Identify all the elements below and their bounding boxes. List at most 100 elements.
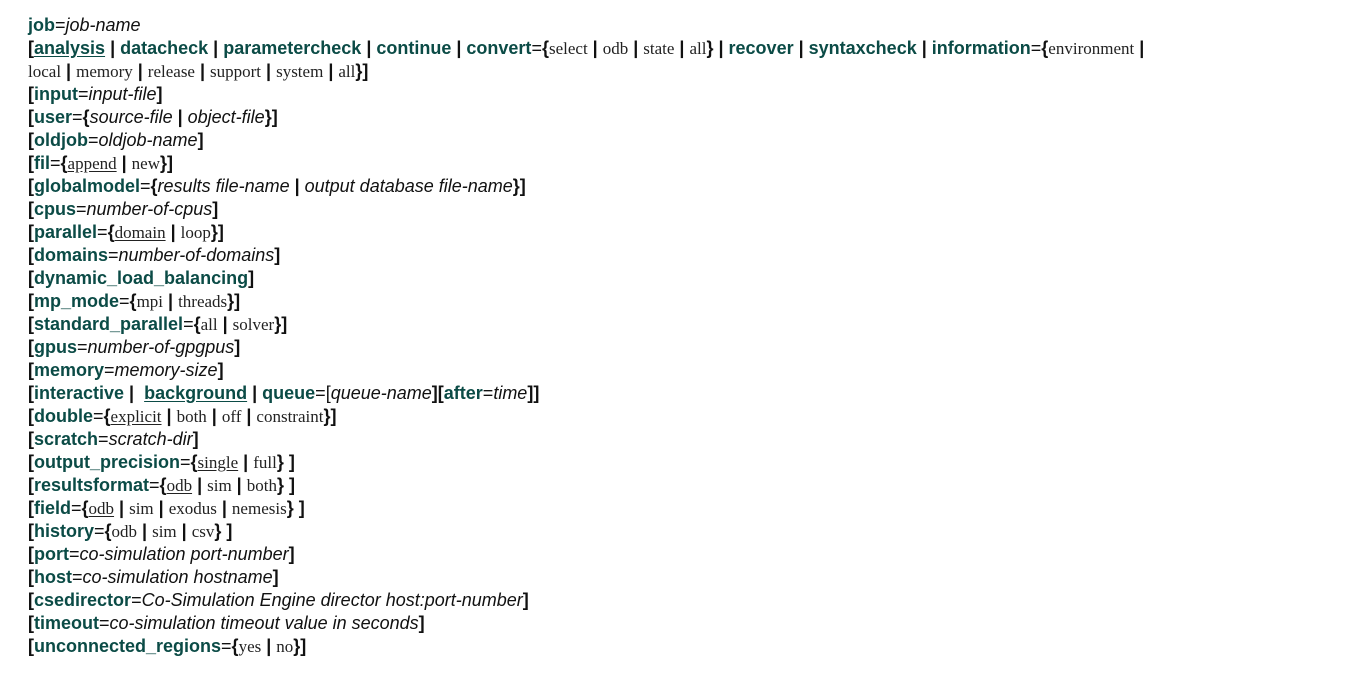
separator: | xyxy=(289,176,305,196)
parameter-placeholder: results file-name xyxy=(157,176,290,196)
literal-value: both xyxy=(176,407,207,426)
syntax-line: [interactive | background | queue=[queue… xyxy=(28,382,1349,405)
literal-value: memory xyxy=(76,62,133,81)
separator: | xyxy=(194,61,211,81)
separator: | xyxy=(587,38,603,58)
parameter-placeholder: object-file xyxy=(187,107,265,127)
parameter-placeholder: number-of-cpus xyxy=(86,199,213,219)
parameter-placeholder: source-file xyxy=(89,107,173,127)
syntax-line: [parallel={domain | loop}] xyxy=(28,221,1349,244)
syntax-bracket: } ] xyxy=(286,498,305,518)
literal-value: loop xyxy=(180,223,211,242)
separator: | xyxy=(124,383,145,403)
syntax-line: local | memory | release | support | sys… xyxy=(28,60,1349,83)
syntax-bracket: }] xyxy=(323,406,337,426)
syntax-bracket: [ xyxy=(28,590,34,610)
literal-value: sim xyxy=(129,499,154,518)
parameter-placeholder: time xyxy=(493,383,528,403)
syntax-line: [mp_mode={mpi | threads}] xyxy=(28,290,1349,313)
syntax-bracket: ] xyxy=(248,268,255,288)
literal-value: odb xyxy=(111,522,138,541)
literal-value: single xyxy=(197,453,239,472)
separator: | xyxy=(137,521,153,541)
literal-value: system xyxy=(276,62,324,81)
separator: | xyxy=(165,222,181,242)
syntax-line: [host=co-simulation hostname] xyxy=(28,566,1349,589)
syntax-text: = xyxy=(76,199,87,219)
literal-value: nemesis xyxy=(231,499,287,518)
option-keyword: scratch xyxy=(34,429,99,449)
syntax-line: [cpus=number-of-cpus] xyxy=(28,198,1349,221)
syntax-bracket: { xyxy=(82,107,90,127)
separator: | xyxy=(793,38,809,58)
separator: | xyxy=(241,406,257,426)
syntax-bracket: } xyxy=(706,38,714,58)
syntax-bracket: }] xyxy=(160,153,173,173)
literal-value: no xyxy=(276,637,294,656)
syntax-bracket: } ] xyxy=(276,452,295,472)
literal-value: csv xyxy=(191,522,215,541)
syntax-bracket: [ xyxy=(28,475,34,495)
separator: | xyxy=(163,291,179,311)
syntax-line: [dynamic_load_balancing] xyxy=(28,267,1349,290)
syntax-text: = xyxy=(131,590,142,610)
syntax-bracket: [ xyxy=(28,567,34,587)
syntax-bracket: { xyxy=(81,498,89,518)
syntax-line: [field={odb | sim | exodus | nemesis} ] xyxy=(28,497,1349,520)
syntax-bracket: { xyxy=(541,38,549,58)
parameter-placeholder: input-file xyxy=(88,84,157,104)
separator: | xyxy=(323,61,339,81)
option-keyword: port xyxy=(34,544,69,564)
syntax-bracket: { xyxy=(103,406,111,426)
literal-value: solver xyxy=(232,315,275,334)
option-keyword: timeout xyxy=(34,613,99,633)
syntax-line: [port=co-simulation port-number] xyxy=(28,543,1349,566)
syntax-bracket: [ xyxy=(28,429,34,449)
literal-value: exodus xyxy=(168,499,217,518)
syntax-line: [domains=number-of-domains] xyxy=(28,244,1349,267)
separator: | xyxy=(216,498,232,518)
syntax-text: = xyxy=(98,429,109,449)
syntax-bracket: }] xyxy=(210,222,224,242)
option-keyword: syntaxcheck xyxy=(808,38,917,58)
literal-value: all xyxy=(689,39,707,58)
separator: | xyxy=(674,38,690,58)
option-keyword: field xyxy=(34,498,72,518)
separator: | xyxy=(61,61,77,81)
syntax-text: = xyxy=(149,475,160,495)
literal-value: yes xyxy=(238,637,262,656)
option-keyword: parallel xyxy=(34,222,98,242)
option-keyword: continue xyxy=(376,38,452,58)
literal-value: explicit xyxy=(110,407,162,426)
syntax-bracket: { xyxy=(1041,38,1049,58)
literal-value: environment xyxy=(1048,39,1135,58)
syntax-bracket: [ xyxy=(28,38,34,58)
syntax-bracket: } ] xyxy=(276,475,295,495)
separator: | xyxy=(153,498,169,518)
separator: | xyxy=(114,498,130,518)
literal-value: mpi xyxy=(136,292,164,311)
option-keyword: background xyxy=(144,383,248,403)
syntax-bracket: ] xyxy=(192,429,199,449)
separator: | xyxy=(231,475,247,495)
literal-value: odb xyxy=(166,476,193,495)
literal-value: all xyxy=(200,315,218,334)
syntax-bracket: [ xyxy=(28,153,34,173)
syntax-text: = xyxy=(97,222,108,242)
syntax-bracket: [ xyxy=(28,268,34,288)
syntax-line: [fil={append | new}] xyxy=(28,152,1349,175)
syntax-text: = xyxy=(531,38,542,58)
separator: | xyxy=(217,314,233,334)
syntax-text: = xyxy=(221,636,232,656)
separator: | xyxy=(172,107,188,127)
separator: | xyxy=(247,383,263,403)
syntax-text: = xyxy=(119,291,130,311)
syntax-line: [memory=memory-size] xyxy=(28,359,1349,382)
syntax-text: = xyxy=(94,521,105,541)
literal-value: domain xyxy=(114,223,166,242)
parameter-placeholder: co-simulation port-number xyxy=(79,544,289,564)
syntax-bracket: ]] xyxy=(527,383,540,403)
option-keyword: memory xyxy=(34,360,105,380)
option-keyword: parametercheck xyxy=(223,38,362,58)
separator: | xyxy=(713,38,729,58)
